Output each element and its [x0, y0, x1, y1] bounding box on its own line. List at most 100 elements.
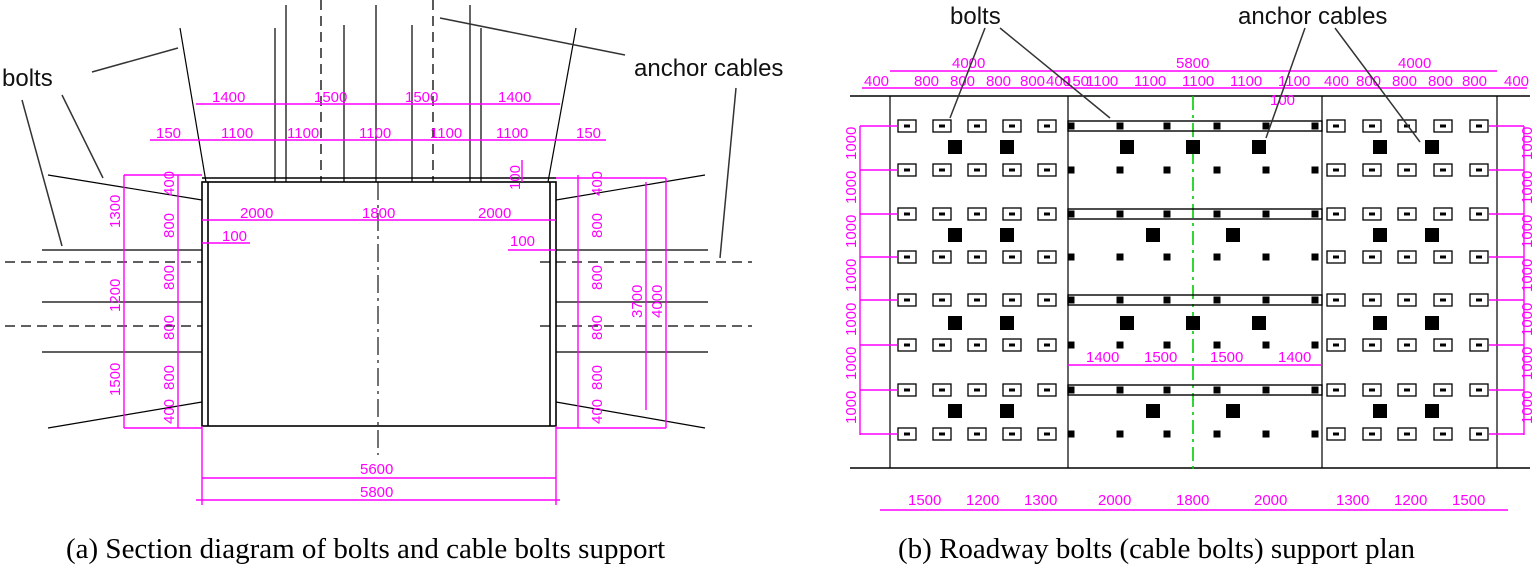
dim-bottom-4: 2000	[1098, 492, 1131, 509]
anchor-cable	[1120, 316, 1134, 330]
dim-bottom-3: 1300	[1024, 492, 1057, 509]
dim-wall-l-5: 800	[161, 365, 178, 390]
bolt-head	[1476, 388, 1482, 392]
dim-plan-top-r1: 400	[1324, 73, 1349, 90]
steel-strap	[1067, 208, 1323, 220]
roof-bolt-mark	[1067, 253, 1075, 261]
roof-bolt-mark	[1163, 210, 1171, 218]
roof-bolt-mark	[1311, 341, 1319, 349]
anchor-cable	[1373, 316, 1387, 330]
bolt-head	[1044, 432, 1050, 436]
bolt-head	[1369, 212, 1375, 216]
bolt-head	[1476, 168, 1482, 172]
bolt-head	[1369, 168, 1375, 172]
dim-plan-top-l6: 400	[1046, 73, 1071, 90]
dim-offset-top: 100	[507, 165, 524, 190]
bolt-head	[1404, 212, 1410, 216]
plan-diagram: 4000 5800 4000 400 800 800 800 800 400 1…	[843, 3, 1534, 565]
dim-right-height-2: 4000	[649, 285, 666, 318]
dim-top-edge-right: 150	[576, 125, 601, 142]
bolt-head	[1440, 124, 1446, 128]
bolt-head	[939, 388, 945, 392]
bolt-head	[1440, 432, 1446, 436]
bolt-head	[1044, 343, 1050, 347]
roof-bolt-mark	[1311, 430, 1319, 438]
roof-bolt-mark	[1163, 166, 1171, 174]
dim-row-r5: 1000	[1519, 303, 1534, 336]
dim-cable-3: 1500	[1210, 349, 1243, 366]
arrow-bolts	[61, 94, 104, 179]
bolt-head	[1333, 212, 1339, 216]
dim-bottom-1: 1500	[908, 492, 941, 509]
anchor-cable	[1000, 316, 1014, 330]
bolt-head	[1476, 255, 1482, 259]
anchor-cable	[1000, 404, 1014, 418]
bolt-head	[939, 255, 945, 259]
dim-offset-right: 100	[510, 233, 535, 250]
dim-top-bolt-1: 1100	[221, 125, 253, 142]
roof-bolt-mark	[1213, 386, 1221, 394]
bolt-head	[1333, 255, 1339, 259]
dim-wall-l-3: 800	[161, 265, 178, 290]
wall-bolt	[555, 174, 706, 201]
bolt-head	[1369, 255, 1375, 259]
roof-bolt-mark	[1067, 166, 1075, 174]
dim-plan-total-mid: 5800	[1176, 55, 1209, 72]
label-anchor-a: anchor cables	[634, 55, 783, 82]
anchor-cable	[1373, 140, 1387, 154]
dim-cable-4: 1400	[1278, 349, 1311, 366]
arrow-anchor	[439, 17, 626, 56]
bolt-head	[974, 212, 980, 216]
anchor-cable	[1146, 404, 1160, 418]
anchor-cable	[948, 228, 962, 242]
dim-row-r1: 1000	[1519, 127, 1534, 160]
dim-bottom-outer: 5800	[360, 484, 393, 501]
anchor-cable	[1120, 140, 1134, 154]
dim-row-l1: 1000	[843, 127, 860, 160]
dim-top-spacing-1: 1400	[212, 89, 245, 106]
dim-plan-top-m5: 1100	[1230, 73, 1262, 90]
anchor-cable	[1146, 228, 1160, 242]
arrow-bolts	[91, 47, 179, 73]
bolt-head	[904, 343, 910, 347]
roof-bolt-mark	[1213, 341, 1221, 349]
dim-plan-top-m6: 1100	[1278, 73, 1310, 90]
dim-plan-center-offset: 100	[1270, 92, 1295, 109]
wall-bolt	[47, 174, 203, 201]
bolt-head	[1404, 388, 1410, 392]
dim-bottom-9: 1500	[1452, 492, 1485, 509]
roof-bolt-mark	[1067, 296, 1075, 304]
dim-plan-top-m4: 1100	[1182, 73, 1214, 90]
dim-top-spacing-4: 1400	[498, 89, 531, 106]
bolt-head	[1404, 343, 1410, 347]
anchor-cable	[1373, 228, 1387, 242]
bolt-head	[1476, 124, 1482, 128]
roof-bolt-mark	[1116, 386, 1124, 394]
roof-bolt-mark	[1163, 430, 1171, 438]
bolt-head	[939, 432, 945, 436]
bolt-head	[974, 343, 980, 347]
dim-bottom-inner: 5600	[360, 461, 393, 478]
roof-bolt-mark	[1067, 210, 1075, 218]
roof-corner-bolt-right	[547, 27, 577, 183]
bolt-head	[1404, 432, 1410, 436]
bolt-head	[1009, 343, 1015, 347]
anchor-cable	[1186, 140, 1200, 154]
dim-plan-top-l1: 400	[864, 73, 889, 90]
roof-bolt-mark	[1262, 296, 1270, 304]
anchor-cable	[1425, 228, 1439, 242]
steel-strap	[1067, 120, 1323, 132]
arrow-anchor	[719, 87, 737, 259]
roof-bolt-mark	[1262, 386, 1270, 394]
roof-corner-bolt-left	[179, 27, 207, 183]
bolt-head	[1369, 124, 1375, 128]
dim-row-l4: 1000	[843, 259, 860, 292]
bolt-head	[904, 168, 910, 172]
section-diagram: 1400 1500 1500 1400 150 1100 1100 1100 1…	[2, 0, 783, 565]
dim-plan-top-l5: 800	[1020, 73, 1045, 90]
dim-row-l3: 1000	[843, 215, 860, 248]
roof-bolt-mark	[1262, 253, 1270, 261]
anchor-cable	[1186, 316, 1200, 330]
roof-bolt-mark	[1116, 122, 1124, 130]
dim-plan-top-l2: 800	[914, 73, 939, 90]
